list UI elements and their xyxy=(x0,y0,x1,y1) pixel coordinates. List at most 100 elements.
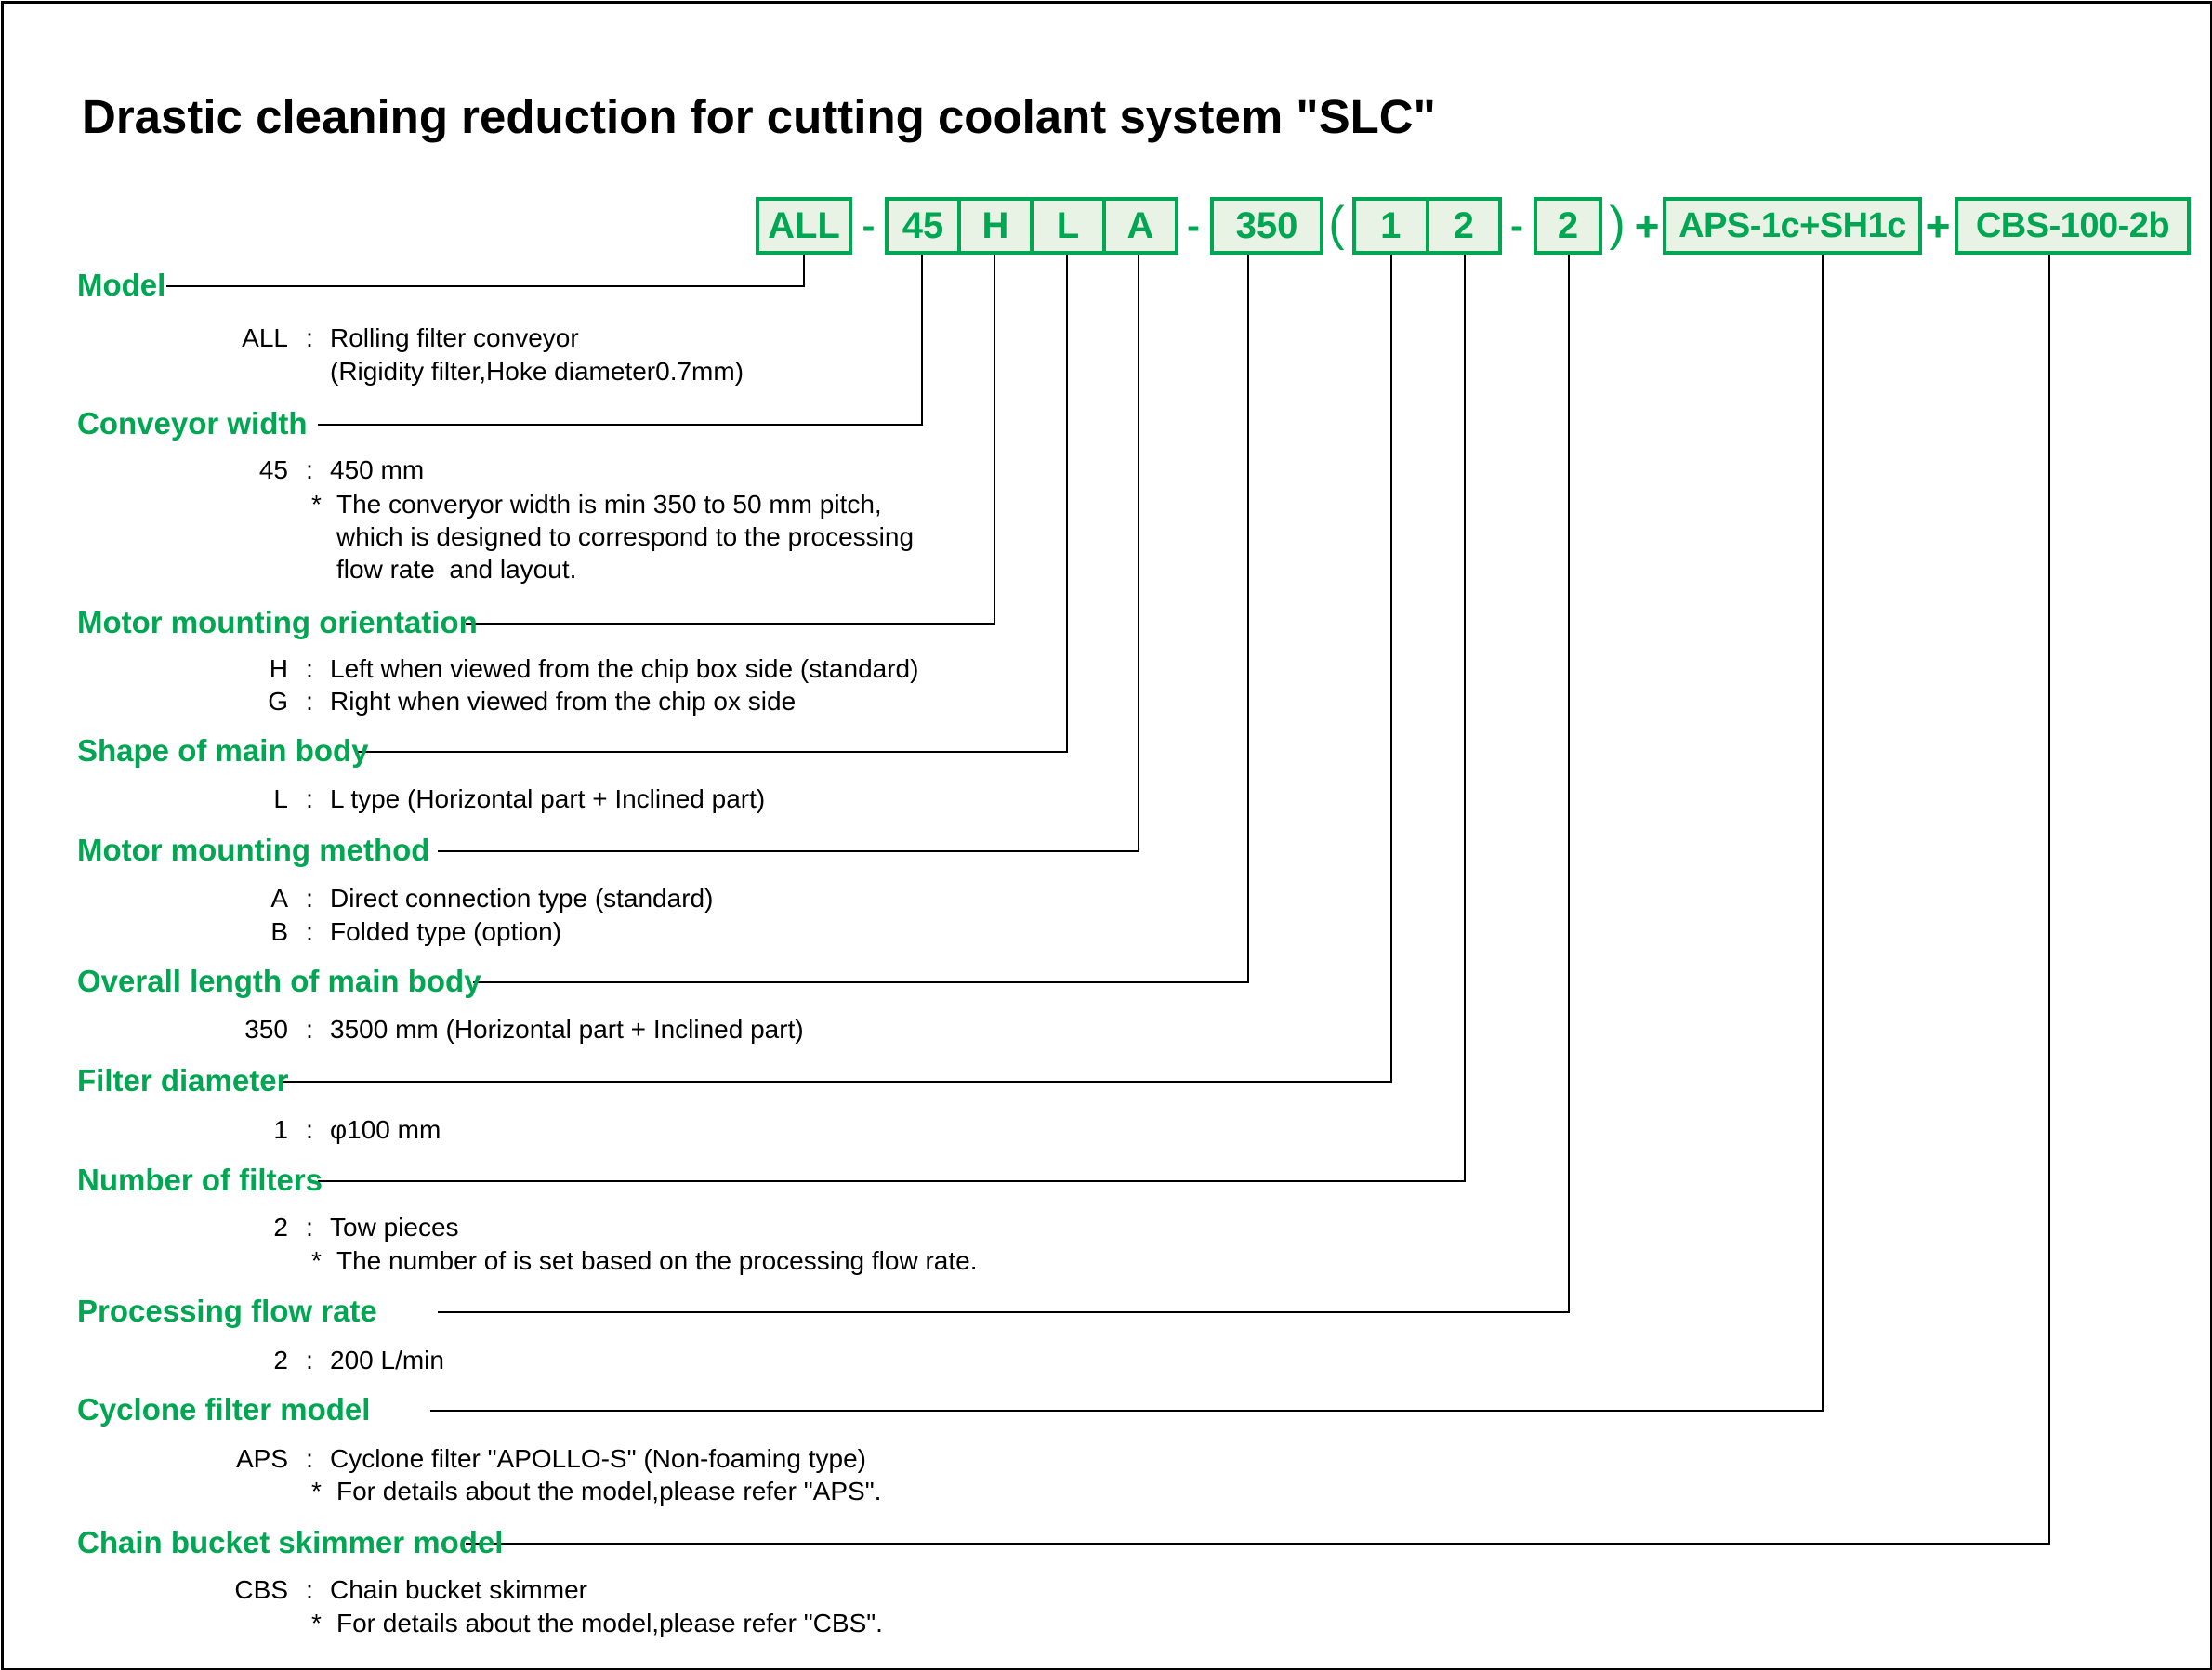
entry-colon: : xyxy=(306,455,313,484)
entry-colon: : xyxy=(306,1346,313,1374)
entry-description: Left when viewed from the chip box side … xyxy=(330,654,919,683)
entry-description: L type (Horizontal part + Inclined part) xyxy=(330,784,766,813)
connector-vline-length xyxy=(1247,255,1249,983)
entry-colon: : xyxy=(306,1015,313,1044)
entry-colon: : xyxy=(306,917,313,946)
code-filter-diameter-cell: 1 xyxy=(1380,204,1402,246)
entry-row: B : Folded type (option) xyxy=(0,917,2212,951)
section-label-skimmer: Chain bucket skimmer model xyxy=(77,1525,504,1559)
entry-code: 2 xyxy=(273,1213,288,1242)
entry-row: 1 : φ100 mm xyxy=(0,1115,2212,1149)
code-plus-1: + xyxy=(1634,202,1660,250)
code-plus-2: + xyxy=(1925,202,1951,250)
note-asterisk: * xyxy=(311,1609,322,1637)
entry-row: CBS : Chain bucket skimmer xyxy=(0,1575,2212,1609)
entry-code: 350 xyxy=(244,1015,288,1044)
entry-code: L xyxy=(273,784,288,813)
entry-row: APS : Cyclone filter "APOLLO-S" (Non-foa… xyxy=(0,1444,2212,1478)
entry-code: ALL xyxy=(242,323,288,352)
connector-vline-method xyxy=(1138,255,1139,852)
connector-hline-filters xyxy=(318,1180,1466,1182)
connector-vline-skimmer xyxy=(2048,255,2050,1545)
code-separator-dash-3: - xyxy=(1510,204,1523,247)
section-label-shape: Shape of main body xyxy=(77,733,369,768)
entry-description: Folded type (option) xyxy=(330,917,562,946)
code-box-group-filter: 1 2 xyxy=(1352,197,1502,255)
connector-hline-orientation xyxy=(466,623,995,625)
entry-colon: : xyxy=(306,1444,313,1473)
code-separator-dash-1: - xyxy=(862,204,876,247)
entry-row: L : L type (Horizontal part + Inclined p… xyxy=(0,784,2212,818)
note-text: For details about the model,please refer… xyxy=(336,1477,882,1506)
note-row: * The converyor width is min 350 to 50 m… xyxy=(0,490,2212,523)
entry-colon: : xyxy=(306,784,313,813)
entry-row: 45 : 450 mm xyxy=(0,455,2212,489)
code-cyclone-text: APS-1c+SH1c xyxy=(1679,205,1906,245)
connector-hline-flow xyxy=(438,1311,1570,1313)
note-text: The number of is set based on the proces… xyxy=(336,1246,978,1275)
page-title: Drastic cleaning reduction for cutting c… xyxy=(82,90,1436,143)
note-asterisk: * xyxy=(311,1246,322,1275)
entry-code: A xyxy=(270,884,288,913)
entry-code: 1 xyxy=(273,1115,288,1144)
entry-code: B xyxy=(270,917,288,946)
connector-vline-diameter xyxy=(1390,255,1392,1083)
entry-row: (Rigidity filter,Hoke diameter0.7mm) xyxy=(0,357,2212,390)
entry-description: 200 L/min xyxy=(330,1346,444,1374)
code-box-skimmer: CBS-100-2b xyxy=(1955,197,2191,255)
entry-colon: : xyxy=(306,323,313,352)
entry-row: 2 : 200 L/min xyxy=(0,1346,2212,1379)
section-label-filters: Number of filters xyxy=(77,1163,323,1197)
section-label-conveyor-width: Conveyor width xyxy=(77,406,308,441)
entry-colon: : xyxy=(306,687,313,716)
entry-description: Direct connection type (standard) xyxy=(330,884,714,913)
connector-hline-diameter xyxy=(283,1081,1392,1083)
section-label-model: Model xyxy=(77,268,166,302)
code-conveyor-width-cell: 45 xyxy=(902,204,944,246)
code-model-text: ALL xyxy=(768,204,840,246)
entry-code: G xyxy=(268,687,288,716)
note-text: The converyor width is min 350 to 50 mm … xyxy=(336,490,882,519)
note-row: * For details about the model,please ref… xyxy=(0,1609,2212,1642)
note-text: which is designed to correspond to the p… xyxy=(336,522,915,551)
entry-code: 2 xyxy=(273,1346,288,1374)
note-asterisk: * xyxy=(311,490,322,519)
code-box-model: ALL xyxy=(756,197,852,255)
code-orientation-cell: H xyxy=(957,201,1030,251)
entry-colon: : xyxy=(306,1115,313,1144)
code-box-cyclone: APS-1c+SH1c xyxy=(1663,197,1922,255)
entry-row: 350 : 3500 mm (Horizontal part + Incline… xyxy=(0,1015,2212,1048)
note-row: * The number of is set based on the proc… xyxy=(0,1246,2212,1280)
entry-description: 3500 mm (Horizontal part + Inclined part… xyxy=(330,1015,804,1044)
code-filter-count-cell: 2 xyxy=(1425,201,1499,251)
code-skimmer-text: CBS-100-2b xyxy=(1975,205,2170,245)
entry-code: CBS xyxy=(234,1575,288,1604)
entry-description: Right when viewed from the chip ox side xyxy=(330,687,797,716)
code-box-flow: 2 xyxy=(1534,197,1602,255)
connector-hline-model xyxy=(166,285,805,287)
entry-colon: : xyxy=(306,1575,313,1604)
entry-code: APS xyxy=(235,1444,288,1473)
connector-vline-cyclone xyxy=(1822,255,1824,1412)
code-length-text: 350 xyxy=(1235,204,1298,246)
entry-colon: : xyxy=(306,654,313,683)
entry-row: G : Right when viewed from the chip ox s… xyxy=(0,687,2212,720)
entry-colon: : xyxy=(306,1213,313,1242)
note-text: flow rate and layout. xyxy=(336,555,577,584)
section-label-diameter: Filter diameter xyxy=(77,1063,289,1098)
entry-description: Rolling filter conveyor xyxy=(330,323,579,352)
entry-colon: : xyxy=(306,884,313,913)
code-separator-dash-2: - xyxy=(1187,204,1200,247)
entry-description: 450 mm xyxy=(330,455,425,484)
entry-row: 2 : Tow pieces xyxy=(0,1213,2212,1246)
entry-description: Chain bucket skimmer xyxy=(330,1575,587,1604)
note-text: For details about the model,please refer… xyxy=(336,1609,883,1637)
connector-vline-orientation xyxy=(994,255,995,625)
connector-hline-cyclone xyxy=(430,1410,1824,1412)
code-shape-cell: L xyxy=(1030,201,1102,251)
connector-vline-shape xyxy=(1066,255,1068,753)
connector-vline-flow xyxy=(1568,255,1570,1313)
connector-vline-conveyor-width xyxy=(921,255,923,426)
